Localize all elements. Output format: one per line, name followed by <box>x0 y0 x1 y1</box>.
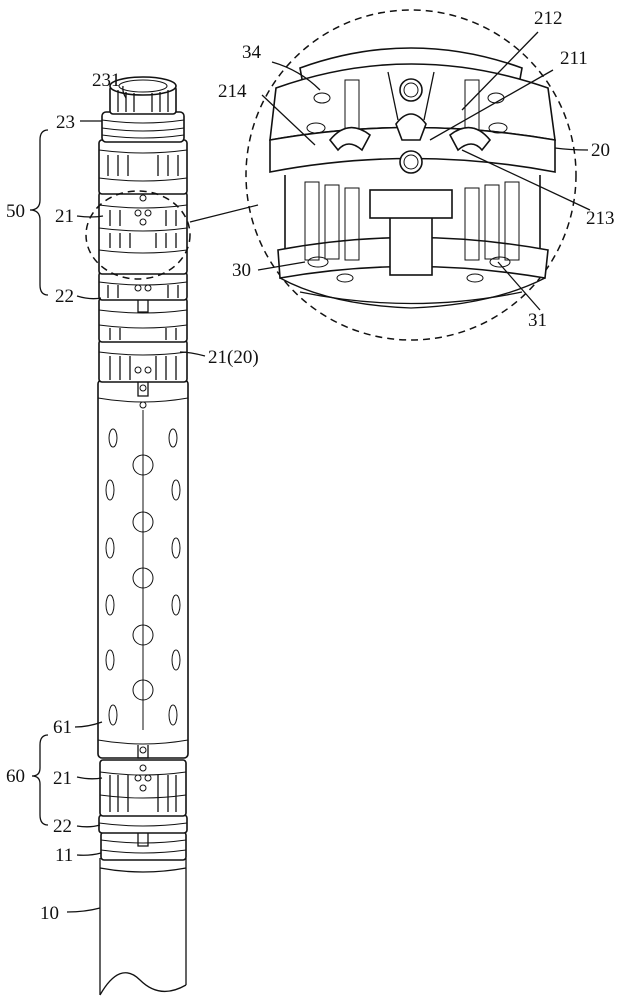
label-23: 23 <box>56 112 75 133</box>
label-212: 212 <box>534 8 563 29</box>
leader-lines <box>29 31 591 913</box>
top-collar-23 <box>101 111 185 143</box>
ring-22-bottom <box>98 814 188 834</box>
collar-11 <box>100 831 187 861</box>
label-22-lower: 22 <box>53 816 72 837</box>
label-21-upper: 21 <box>55 206 74 227</box>
cage-21-bottom <box>99 759 187 817</box>
tool-assembly <box>85 76 259 996</box>
cage-21-upper <box>98 191 188 275</box>
pins-30 <box>304 79 520 261</box>
cage-21-20 <box>98 339 188 383</box>
label-213: 213 <box>586 208 615 229</box>
cage-23-top <box>98 139 188 195</box>
label-214: 214 <box>218 81 247 102</box>
label-11: 11 <box>55 845 73 866</box>
label-61: 61 <box>53 717 72 738</box>
label-22-upper: 22 <box>55 286 74 307</box>
label-31: 31 <box>528 310 547 331</box>
spline-head-231 <box>109 76 177 115</box>
perforated-sleeve-61 <box>97 379 189 759</box>
label-60: 60 <box>6 766 25 787</box>
label-10: 10 <box>40 903 59 924</box>
label-21-lower: 21 <box>53 768 72 789</box>
cage-21-middle <box>98 297 188 343</box>
sleeve-holes <box>105 428 181 726</box>
tube-body-10 <box>99 858 187 996</box>
label-21-20: 21(20) <box>208 347 259 368</box>
detail-callout-large <box>245 9 577 341</box>
label-211: 211 <box>560 48 588 69</box>
label-30: 30 <box>232 260 251 281</box>
label-231: 231 <box>92 70 121 91</box>
ring-22-upper <box>98 271 188 301</box>
label-20: 20 <box>591 140 610 161</box>
label-50: 50 <box>6 201 25 222</box>
reference-labels: 231 23 50 21 22 21(20) 61 60 21 22 11 10… <box>6 8 615 924</box>
label-34: 34 <box>242 42 262 63</box>
detail-connector <box>189 204 259 223</box>
detail-callout-small <box>85 190 191 280</box>
detail-view <box>245 9 577 341</box>
